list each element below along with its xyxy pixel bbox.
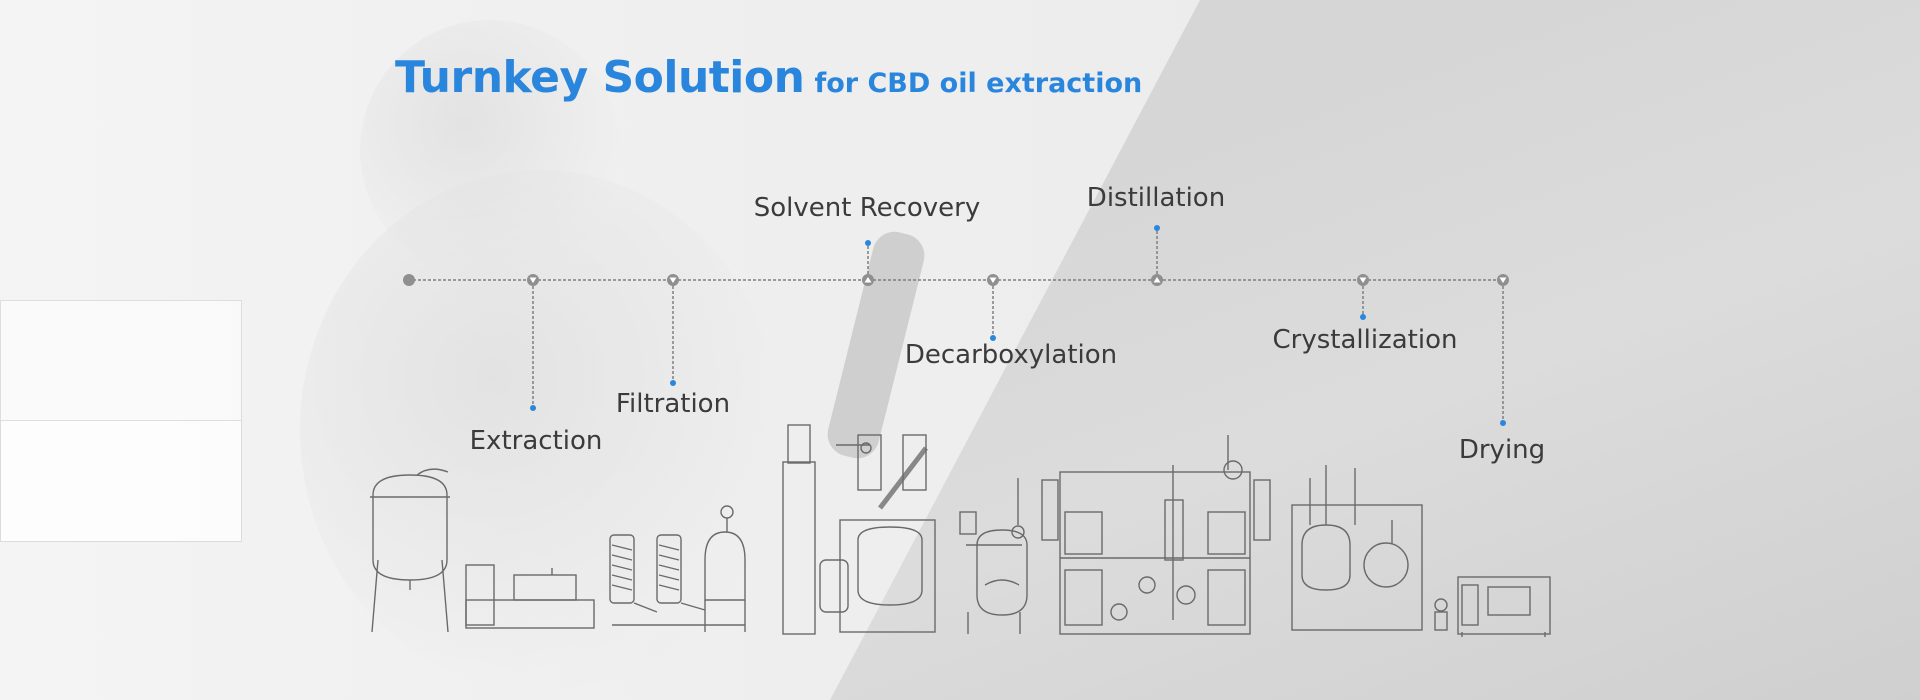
timeline-node-distillation [1151,225,1163,286]
background-shelf-lower [0,420,242,542]
distillation-system-icon [1041,435,1271,635]
extraction-reactor-icon [370,468,595,633]
timeline-node-solvent-recovery [862,240,874,286]
timeline-node-drying [1497,274,1509,426]
step-label-decarboxylation: Decarboxylation [904,340,1118,370]
timeline-node-filtration [667,274,679,386]
banner-title: Turnkey Solution for CBD oil extraction [395,52,1142,103]
timeline-start-dot [403,274,415,286]
step-label-distillation: Distillation [1086,183,1226,213]
decarboxylation-reactor-icon [959,478,1028,634]
background-person-body [300,170,780,690]
solvent-recovery-unit-icon [782,424,936,635]
step-label-drying: Drying [1458,435,1546,465]
timeline-node-decarboxylation [987,274,999,341]
title-subtitle: for CBD oil extraction [814,68,1143,99]
timeline-node-crystallization [1357,274,1369,320]
step-label-solvent-recovery: Solvent Recovery [753,193,981,223]
step-label-filtration: Filtration [615,389,731,419]
filtration-system-icon [609,505,746,632]
step-label-extraction: Extraction [469,426,603,456]
crystallization-reactor-icon [1291,465,1448,631]
step-label-crystallization: Crystallization [1272,325,1458,355]
title-main: Turnkey Solution [395,52,805,103]
vacuum-drying-oven-icon [1457,576,1551,637]
timeline-node-extraction [527,274,539,411]
